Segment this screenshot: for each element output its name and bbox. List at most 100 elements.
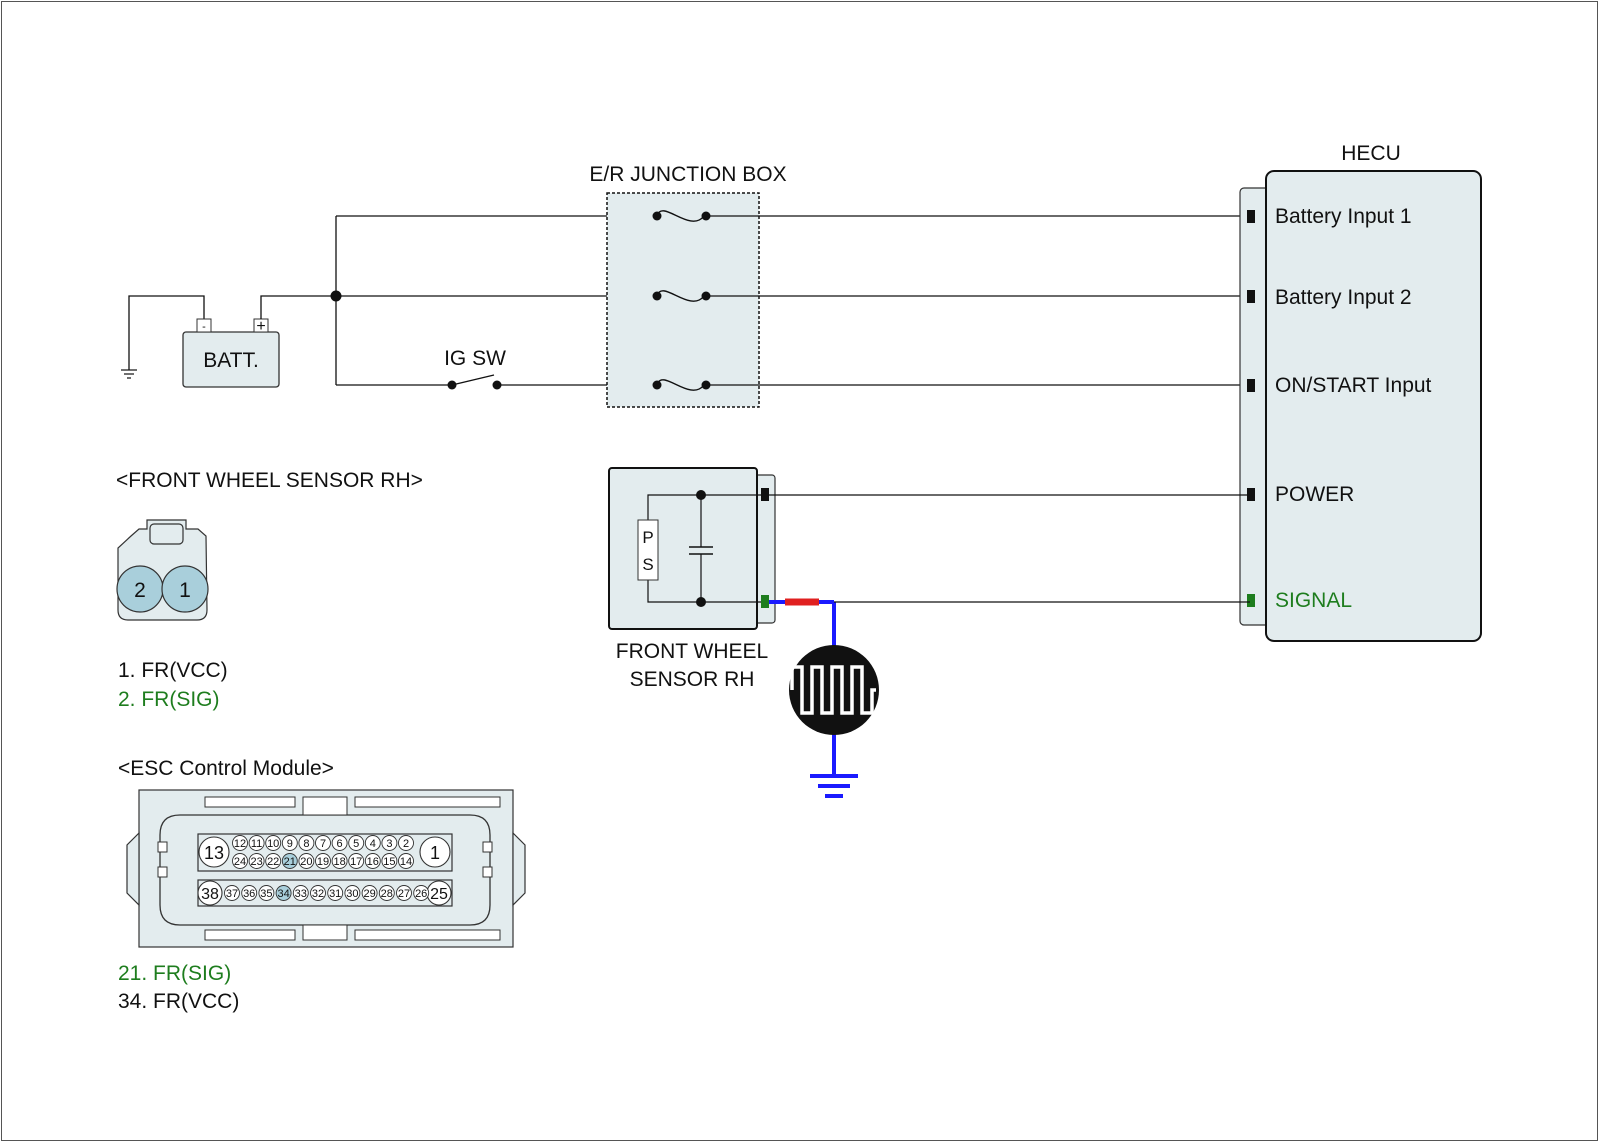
hecu-pin-battery-input-1: Battery Input 1 xyxy=(1275,205,1412,228)
esc-pin-label: 2 xyxy=(403,838,409,850)
esc-pin xyxy=(248,835,265,851)
hecu-module: HECU Battery Input 1 Battery Input 2 ON/… xyxy=(1239,142,1482,642)
signal-wire xyxy=(769,598,1250,776)
esc-pin xyxy=(331,835,348,851)
esc-pin-label: 22 xyxy=(267,856,279,868)
esc-pin xyxy=(327,885,344,901)
esc-pin-label: 30 xyxy=(346,888,358,900)
esc-pin xyxy=(258,885,275,901)
esc-pin xyxy=(413,885,430,901)
esc-pin xyxy=(348,853,365,869)
esc-pin-label: 26 xyxy=(415,888,427,900)
sensor-s-label: S xyxy=(642,555,653,574)
esc-pin-label: 34 xyxy=(277,888,289,900)
esc-pin xyxy=(398,853,414,869)
front-wheel-legend-1: 1. FR(VCC) xyxy=(118,659,228,682)
esc-pin-label: 18 xyxy=(333,856,345,868)
esc-pin-label: 21 xyxy=(284,856,296,868)
sensor-title-line2: SENSOR RH xyxy=(630,668,755,691)
hecu-pin-on-start-input: ON/START Input xyxy=(1275,374,1432,397)
junction-box-title: E/R JUNCTION BOX xyxy=(589,163,786,186)
battery: - + BATT. xyxy=(121,295,336,388)
esc-pin xyxy=(381,853,398,869)
esc-pin-label: 31 xyxy=(329,888,341,900)
esc-pin xyxy=(348,835,365,851)
hecu-pin-battery-input-2: Battery Input 2 xyxy=(1275,286,1412,309)
esc-pin xyxy=(298,835,315,851)
esc-pin-label: 4 xyxy=(370,838,376,850)
esc-legend-2: 34. FR(VCC) xyxy=(118,990,239,1013)
junction-box: E/R JUNCTION BOX xyxy=(589,163,787,408)
esc-pin-label: 8 xyxy=(303,838,309,850)
battery-plus-label: + xyxy=(256,318,265,335)
esc-pin xyxy=(310,885,326,901)
sensor-p-label: P xyxy=(642,528,653,547)
esc-pin-label: 37 xyxy=(226,888,238,900)
esc-pin-label: 6 xyxy=(337,838,343,850)
esc-pin xyxy=(281,835,298,851)
ig-sw-label: IG SW xyxy=(444,347,506,370)
hecu-pin-power: POWER xyxy=(1275,483,1354,506)
esc-pin xyxy=(331,853,348,869)
esc-pin-label: 3 xyxy=(386,838,392,850)
esc-pin xyxy=(361,885,378,901)
esc-pin-label: 29 xyxy=(363,888,375,900)
esc-pin xyxy=(298,853,315,869)
esc-pin-label: 7 xyxy=(320,838,326,850)
esc-pin xyxy=(265,853,282,869)
esc-pin xyxy=(265,835,282,851)
esc-pin xyxy=(378,885,395,901)
esc-pin-label: 10 xyxy=(267,838,279,850)
battery-bus xyxy=(330,215,654,386)
esc-pin xyxy=(248,853,265,869)
esc-pin-label: 20 xyxy=(300,856,312,868)
ground-symbol-battery xyxy=(121,369,137,379)
pin-1-label: 1 xyxy=(179,579,191,602)
esc-pin xyxy=(315,853,331,869)
esc-pin xyxy=(281,853,298,869)
esc-pin xyxy=(396,885,412,901)
esc-pin-label: 32 xyxy=(312,888,324,900)
esc-pin xyxy=(398,835,414,851)
square-wave-icon xyxy=(789,645,879,735)
esc-pin-label: 16 xyxy=(367,856,379,868)
esc-pin-label: 23 xyxy=(250,856,262,868)
esc-pin-label: 27 xyxy=(398,888,410,900)
esc-pin xyxy=(364,835,381,851)
esc-legend-1: 21. FR(SIG) xyxy=(118,962,231,985)
esc-pin-label: 5 xyxy=(353,838,359,850)
pin-2-label: 2 xyxy=(134,579,146,602)
esc-pin-label: 28 xyxy=(381,888,393,900)
esc-pin xyxy=(224,885,240,901)
esc-pin-label: 9 xyxy=(287,838,293,850)
front-wheel-connector-title: <FRONT WHEEL SENSOR RH> xyxy=(116,469,423,492)
esc-pin-label: 14 xyxy=(400,856,412,868)
esc-pin-label: 11 xyxy=(251,838,262,850)
esc-pin-label: 17 xyxy=(350,856,362,868)
hecu-title: HECU xyxy=(1341,142,1401,165)
battery-label: BATT. xyxy=(203,349,259,372)
esc-pin xyxy=(344,885,361,901)
front-wheel-sensor: P S FRONT WHEEL SENSOR RH xyxy=(608,467,776,691)
connector-pin-1 xyxy=(161,565,209,613)
esc-pin xyxy=(364,853,381,869)
esc-pin xyxy=(232,853,248,869)
esc-pin-label: 15 xyxy=(383,856,395,868)
sensor-title-line1: FRONT WHEEL xyxy=(616,640,768,663)
esc-pin xyxy=(381,835,398,851)
esc-pin xyxy=(315,835,331,851)
ground-symbol-signal xyxy=(810,774,858,798)
hecu-feed-wires xyxy=(706,215,1250,386)
hecu-pin-signal: SIGNAL xyxy=(1275,589,1352,612)
esc-pin-label: 12 xyxy=(234,838,246,850)
esc-pin xyxy=(241,885,258,901)
esc-pin xyxy=(232,835,248,851)
esc-pin-25: 25 xyxy=(430,886,448,903)
battery-minus-label: - xyxy=(202,321,206,333)
esc-pin-label: 36 xyxy=(243,888,255,900)
esc-pin-38: 38 xyxy=(201,886,219,903)
